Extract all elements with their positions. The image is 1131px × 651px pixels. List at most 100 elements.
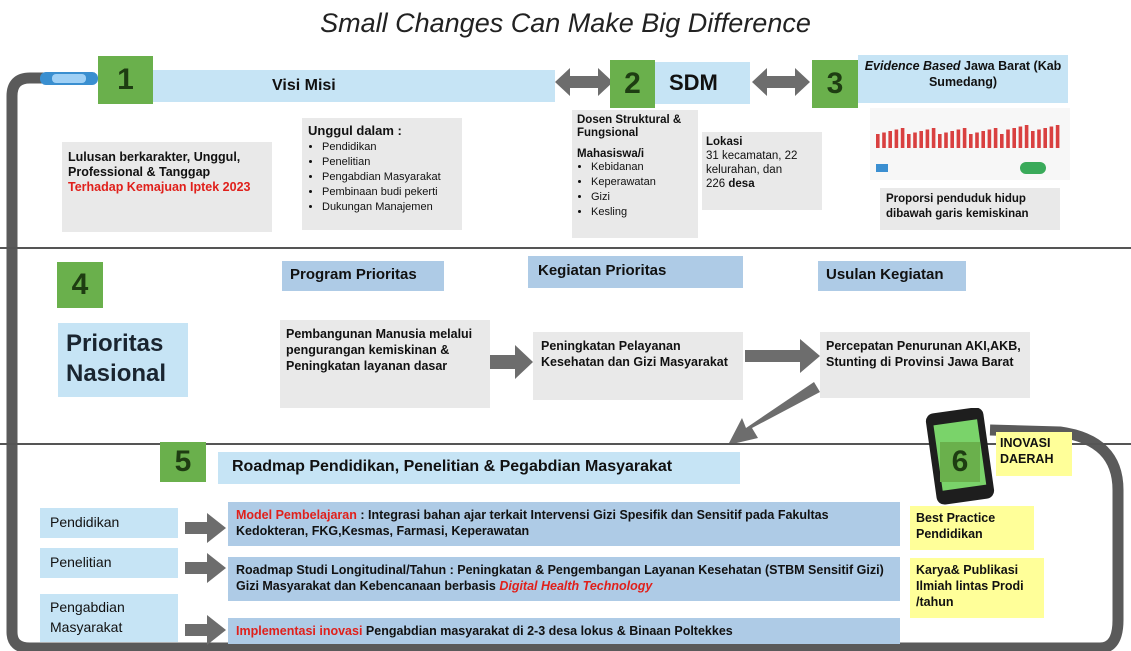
mini-bar <box>919 131 923 148</box>
step-3-badge: 3 <box>812 60 858 108</box>
kegiatan-prioritas-label: Kegiatan Prioritas <box>538 262 667 279</box>
mini-bar <box>882 132 886 148</box>
evidence-italic: Evidence Based <box>864 59 961 73</box>
visi-misi-bar: Visi Misi <box>150 70 555 102</box>
lulusan-red: Terhadap Kemajuan Iptek 2023 <box>68 180 251 194</box>
mini-bar <box>969 134 973 148</box>
row-red-tail: Digital Health Technology <box>499 579 653 593</box>
mini-bar <box>931 128 936 148</box>
mini-bar <box>1024 125 1029 148</box>
poverty-chart-thumbnail <box>870 108 1070 180</box>
step-5-badge: 5 <box>160 442 206 482</box>
unggul-item: Pengabdian Masyarakat <box>322 170 456 185</box>
row-red-text: Implementasi inovasi <box>236 624 363 638</box>
arrow-to-roadmap <box>728 382 820 445</box>
visi-misi-label: Visi Misi <box>272 77 336 94</box>
roadmap-bar: Roadmap Pendidikan, Penelitian & Pegabdi… <box>218 452 740 484</box>
row-label-pendidikan: Pendidikan <box>40 508 178 538</box>
unggul-item: Pendidikan <box>322 140 456 155</box>
unggul-item: Dukungan Manajemen <box>322 200 456 215</box>
mini-bar <box>1006 129 1010 148</box>
sdm-label: SDM <box>669 70 718 95</box>
step-2-badge: 2 <box>610 60 655 108</box>
row-text: Pengabdian masyarakat di 2-3 desa lokus … <box>362 624 733 638</box>
mini-bar <box>1031 131 1035 148</box>
arrow-1-2 <box>555 68 613 96</box>
mini-bar <box>1000 134 1004 148</box>
mahasiswa-item: Kebidanan <box>591 160 693 175</box>
mahasiswa-item: Gizi <box>591 190 693 205</box>
mini-bar <box>1037 129 1041 148</box>
best-practice-box: Best Practice Pendidikan <box>910 506 1034 550</box>
lokasi-box: Lokasi 31 kecamatan, 22 kelurahan, dan 2… <box>702 132 822 210</box>
program-prioritas-header: Program Prioritas <box>282 261 444 291</box>
mini-bar <box>925 129 930 148</box>
mahasiswa-item: Kesling <box>591 205 693 220</box>
loop-line <box>6 72 1124 651</box>
lulusan-box: Lulusan berkarakter, Unggul, Professiona… <box>62 142 272 232</box>
poverty-caption: Proporsi penduduk hidup dibawah garis ke… <box>886 193 1029 220</box>
prioritas-nasional-box: Prioritas Nasional <box>58 323 188 397</box>
row-text: Roadmap Studi Longitudinal/Tahun : Penin… <box>236 563 884 593</box>
evidence-box: Evidence Based Jawa Barat (Kab Sumedang) <box>858 55 1068 103</box>
step-1-badge: 1 <box>98 56 153 104</box>
mini-bar <box>900 128 905 148</box>
sdm-detail-box: Dosen Struktural & Fungsional Mahasiswa/… <box>572 110 698 238</box>
unggul-list: Pendidikan Penelitian Pengabdian Masyara… <box>308 140 456 215</box>
mini-bar <box>1049 126 1054 148</box>
lokasi-desa-num: 226 <box>706 178 726 190</box>
arrow-row-2 <box>185 553 226 583</box>
divider-1 <box>0 247 1131 249</box>
roadmap-label: Roadmap Pendidikan, Penelitian & Pegabdi… <box>232 458 673 475</box>
row-red-text: Model Pembelajaran <box>236 508 357 522</box>
mini-bar <box>1055 125 1060 148</box>
mini-bar <box>888 131 892 148</box>
prioritas-nasional-label: Prioritas Nasional <box>66 330 167 387</box>
lokasi-title: Lokasi <box>706 136 743 148</box>
mini-bar <box>876 134 880 148</box>
unggul-title: Unggul dalam : <box>308 123 402 138</box>
arrow-kegiatan-usulan <box>745 339 820 373</box>
poverty-caption-box: Proporsi penduduk hidup dibawah garis ke… <box>880 188 1060 230</box>
lokasi-text: 31 kecamatan, 22 kelurahan, dan <box>706 150 798 176</box>
sdm-box: SDM <box>655 62 750 104</box>
lulusan-line1: Lulusan berkarakter, Unggul, <box>68 150 241 164</box>
row-text: : Integrasi bahan ajar terkait Intervens… <box>236 508 829 538</box>
mini-bar <box>1043 128 1047 148</box>
usulan-text: Percepatan Penurunan AKI,AKB, Stunting d… <box>826 339 1021 369</box>
arrow-row-3 <box>185 615 226 645</box>
row-content-penelitian: Roadmap Studi Longitudinal/Tahun : Penin… <box>228 557 900 601</box>
mini-bar <box>894 129 899 148</box>
inovasi-box: INOVASI DAERAH <box>996 432 1072 476</box>
karya-label: Karya& Publikasi Ilmiah lintas Prodi /ta… <box>916 563 1024 609</box>
mahasiswa-item: Keperawatan <box>591 175 693 190</box>
row-content-pendidikan: Model Pembelajaran : Integrasi bahan aja… <box>228 502 900 546</box>
inovasi-label: INOVASI DAERAH <box>1000 436 1054 466</box>
row-label-text: Penelitian <box>50 554 112 570</box>
mini-bar <box>950 131 954 148</box>
mini-bars <box>876 125 1060 148</box>
arrow-2-3 <box>752 68 810 96</box>
usulan-kegiatan-header: Usulan Kegiatan <box>818 261 966 291</box>
mini-bar <box>987 129 992 148</box>
mini-bar <box>956 129 961 148</box>
lokasi-desa: desa <box>728 178 755 190</box>
kegiatan-box: Peningkatan Pelayanan Kesehatan dan Gizi… <box>533 332 743 400</box>
usulan-kegiatan-label: Usulan Kegiatan <box>826 266 944 283</box>
program-box: Pembangunan Manusia melalui pengurangan … <box>280 320 490 408</box>
mahasiswa-title: Mahasiswa/i <box>577 148 645 160</box>
karya-box: Karya& Publikasi Ilmiah lintas Prodi /ta… <box>910 558 1044 618</box>
step-6-badge: 6 <box>940 442 980 482</box>
page-title: Small Changes Can Make Big Difference <box>320 8 811 38</box>
mini-bar <box>1012 128 1016 148</box>
unggul-item: Pembinaan budi pekerti <box>322 185 456 200</box>
mini-bar <box>981 131 985 148</box>
dosen-title: Dosen Struktural & Fungsional <box>577 114 682 139</box>
mini-bar <box>944 132 948 148</box>
row-label-pengabdian: Pengabdian Masyarakat <box>40 594 178 642</box>
arrow-program-kegiatan <box>490 345 533 379</box>
mini-bar <box>993 128 998 148</box>
evidence-rest: Jawa Barat (Kab Sumedang) <box>928 59 1062 89</box>
mahasiswa-list: Kebidanan Keperawatan Gizi Kesling <box>577 160 693 220</box>
